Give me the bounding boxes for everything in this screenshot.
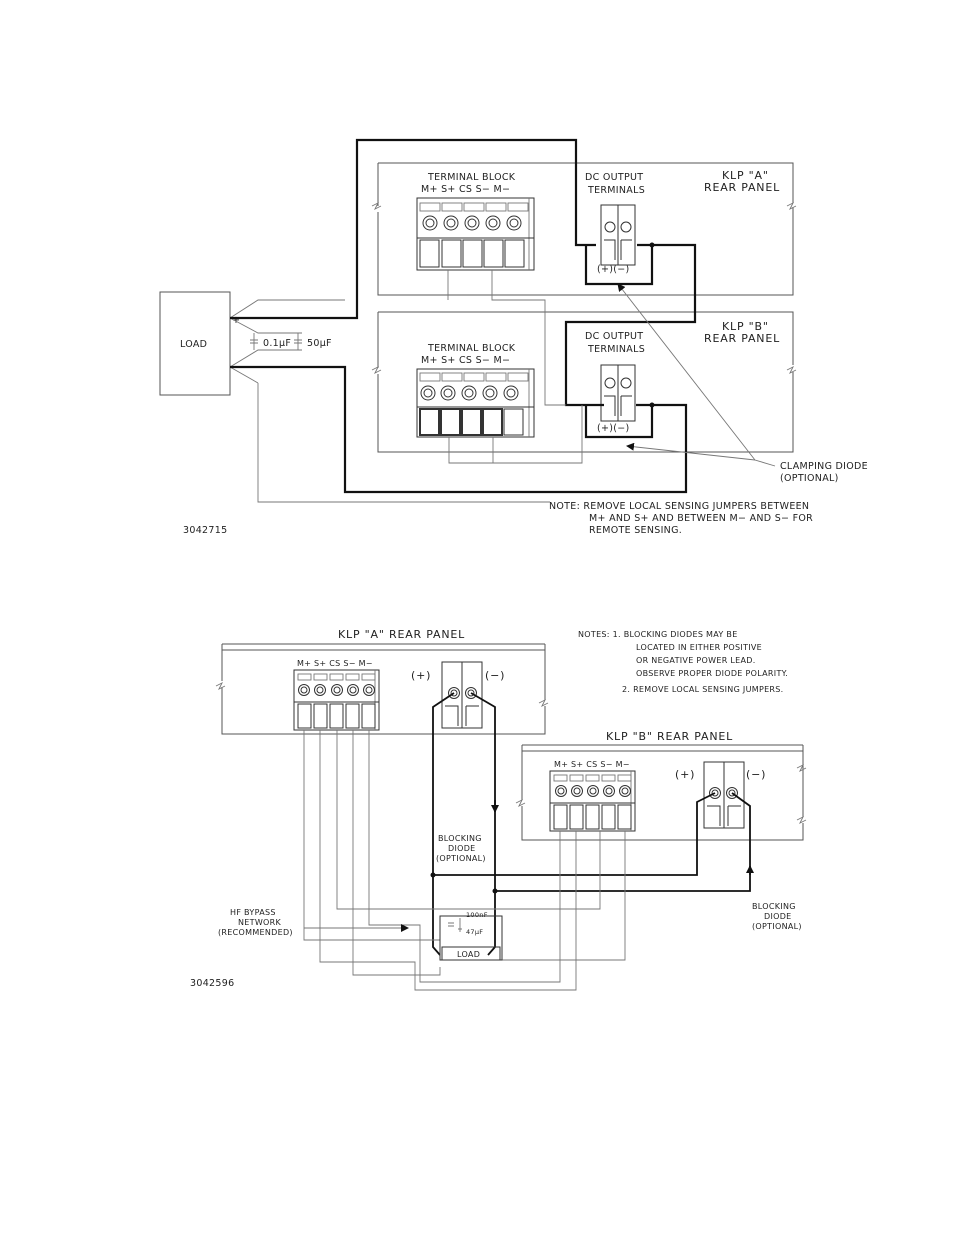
blocking-b-1: BLOCKING bbox=[752, 902, 796, 911]
dc-output-terminal-a bbox=[600, 204, 636, 266]
bypass-capacitors-1 bbox=[229, 299, 345, 384]
panel-a-terminal-block-title: TERMINAL BLOCK bbox=[427, 172, 516, 183]
notes-4: OBSERVE PROPER DIODE POLARITY. bbox=[636, 669, 788, 678]
load-plus: + bbox=[232, 315, 240, 326]
panel-b-title-1: KLP "B" bbox=[722, 320, 769, 333]
neg-a-d2: (−) bbox=[485, 669, 505, 682]
panel-a-outline bbox=[371, 162, 797, 296]
blocking-a-3: (OPTIONAL) bbox=[436, 854, 486, 863]
output-terminal-b-d2 bbox=[703, 761, 745, 829]
sense-wires-2 bbox=[303, 730, 626, 991]
clamping-label-2: (OPTIONAL) bbox=[780, 473, 839, 484]
panel-a-dc-output-1: DC OUTPUT bbox=[585, 172, 643, 183]
note-2: M+ AND S+ AND BETWEEN M− AND S− FOR bbox=[589, 513, 813, 524]
terminal-block-a-d2 bbox=[293, 669, 380, 731]
blocking-a-1: BLOCKING bbox=[438, 834, 482, 843]
junction-dot bbox=[492, 888, 498, 894]
blocking-b-3: (OPTIONAL) bbox=[752, 922, 802, 931]
load-box-1 bbox=[159, 291, 231, 396]
terminal-block-b bbox=[416, 368, 535, 438]
panel-a-polarity: (+)(−) bbox=[597, 264, 630, 275]
cap-label-2: 50μF bbox=[307, 338, 332, 349]
panel-a-outline-2 bbox=[215, 643, 549, 735]
terminal-labels-a-d2: M+ S+ CS S− M− bbox=[297, 659, 373, 668]
hf-label-1: HF BYPASS bbox=[230, 908, 276, 917]
blocking-a-2: DIODE bbox=[448, 844, 476, 853]
cap-label-1: 0.1μF bbox=[263, 338, 291, 349]
note-3: REMOTE SENSING. bbox=[589, 525, 682, 536]
hf-bypass-network bbox=[439, 915, 503, 961]
power-wires-1 bbox=[230, 138, 697, 494]
sense-wires-1 bbox=[257, 270, 583, 503]
terminal-block-a bbox=[416, 197, 535, 271]
power-wires-2 bbox=[432, 692, 754, 956]
junction-dot bbox=[649, 402, 655, 408]
clamping-label-1: CLAMPING DIODE bbox=[780, 461, 868, 472]
panel-b-dc-output-1: DC OUTPUT bbox=[585, 331, 643, 342]
junction-dot bbox=[649, 242, 655, 248]
hf-label-2: NETWORK bbox=[238, 918, 281, 927]
pos-b-d2: (+) bbox=[675, 768, 695, 781]
panel-b-title-2: REAR PANEL bbox=[704, 332, 780, 345]
panel-a-title-d2: KLP "A" REAR PANEL bbox=[338, 628, 465, 641]
panel-a-terminal-labels: M+ S+ CS S− M− bbox=[421, 184, 510, 195]
hf-label-3: (RECOMMENDED) bbox=[218, 928, 293, 937]
cap1-d2: 100nF bbox=[466, 911, 488, 919]
junction-dot bbox=[430, 872, 436, 878]
diagram-1: KLP "A" REAR PANEL TERMINAL BLOCK M+ S+ … bbox=[159, 138, 868, 536]
panel-b-dc-output-2: TERMINALS bbox=[587, 344, 645, 355]
panel-b-outline-2 bbox=[515, 744, 807, 841]
panel-b-title-d2: KLP "B" REAR PANEL bbox=[606, 730, 733, 743]
terminal-block-b-d2 bbox=[549, 770, 636, 832]
note-1: NOTE: REMOVE LOCAL SENSING JUMPERS BETWE… bbox=[549, 501, 809, 512]
pos-a-d2: (+) bbox=[411, 669, 431, 682]
panel-a-title-1: KLP "A" bbox=[722, 169, 769, 182]
clamping-diode-pointers bbox=[617, 283, 776, 467]
load-label-1: LOAD bbox=[180, 339, 207, 350]
notes-5: 2. REMOVE LOCAL SENSING JUMPERS. bbox=[622, 685, 784, 694]
load-label-d2: LOAD bbox=[457, 950, 480, 959]
panel-a-dc-output-2: TERMINALS bbox=[587, 185, 645, 196]
panel-b-polarity: (+)(−) bbox=[597, 423, 630, 434]
notes-3: OR NEGATIVE POWER LEAD. bbox=[636, 656, 756, 665]
panel-b-outline bbox=[371, 311, 797, 453]
terminal-labels-b-d2: M+ S+ CS S− M− bbox=[554, 760, 630, 769]
figure-id-2: 3042596 bbox=[190, 978, 234, 989]
panel-a-title-2: REAR PANEL bbox=[704, 181, 780, 194]
cap2-d2: 47μF bbox=[466, 928, 483, 936]
panel-b-terminal-block-title: TERMINAL BLOCK bbox=[427, 343, 516, 354]
figure-id-1: 3042715 bbox=[183, 525, 227, 536]
dc-output-terminal-b bbox=[600, 364, 636, 422]
panel-b-terminal-labels: M+ S+ CS S− M− bbox=[421, 355, 510, 366]
notes-1: NOTES: 1. BLOCKING DIODES MAY BE bbox=[578, 630, 738, 639]
diagram-2: KLP "A" REAR PANEL KLP "B" REAR PANEL M+… bbox=[190, 628, 807, 991]
neg-b-d2: (−) bbox=[746, 768, 766, 781]
notes-2: LOCATED IN EITHER POSITIVE bbox=[636, 643, 762, 652]
output-terminal-a-d2 bbox=[441, 661, 483, 729]
blocking-b-2: DIODE bbox=[764, 912, 792, 921]
